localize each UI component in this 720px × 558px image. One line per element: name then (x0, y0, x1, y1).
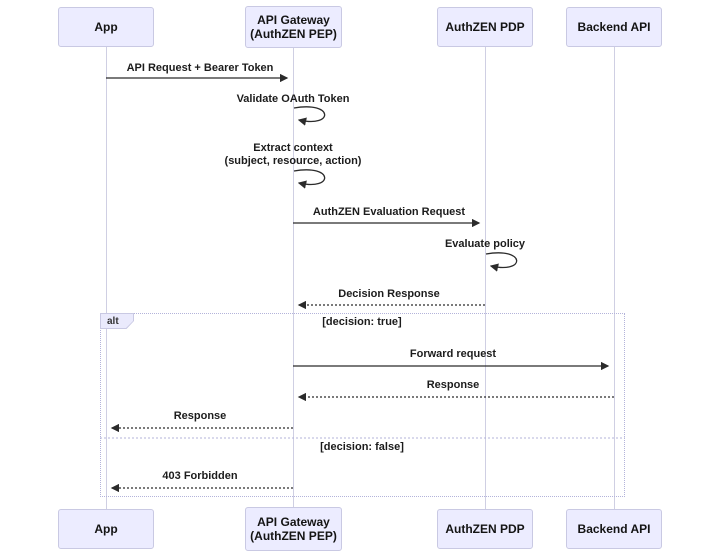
message-validate-token: Validate OAuth Token (236, 93, 350, 105)
participant-label: AuthZEN PDP (445, 522, 525, 536)
message-403-forbidden: 403 Forbidden (162, 470, 238, 482)
lifeline-api-gateway (292, 47, 294, 509)
participant-app-top: App (58, 7, 154, 47)
participant-authzen-pdp-bottom: AuthZEN PDP (437, 509, 533, 549)
message-evaluation-request: AuthZEN Evaluation Request (312, 206, 466, 218)
participant-label: Backend API (577, 20, 651, 34)
message-response-backend: Response (426, 379, 480, 391)
message-extract-context-line1: Extract context (253, 142, 333, 154)
participant-label: API Gateway (257, 13, 330, 27)
message-evaluate-policy: Evaluate policy (444, 238, 526, 250)
self-loop-evaluate-policy (485, 252, 518, 272)
lifeline-backend-api (613, 47, 615, 509)
participant-label: (AuthZEN PEP) (250, 27, 337, 41)
alt-label-tab: alt (100, 313, 134, 329)
alt-label-text: alt (101, 314, 133, 328)
self-loop-extract-context (293, 169, 326, 189)
participant-api-gateway-top: API Gateway (AuthZEN PEP) (245, 6, 342, 48)
self-loop-validate-oauth-token (293, 106, 326, 126)
message-extract-context-line2: (subject, resource, action) (224, 155, 362, 167)
message-forward-request: Forward request (409, 348, 497, 360)
message-response-app: Response (173, 410, 227, 422)
participant-label: Backend API (577, 522, 651, 536)
alt-frame (100, 313, 625, 497)
message-decision-response: Decision Response (338, 288, 440, 300)
participant-api-gateway-bottom: API Gateway (AuthZEN PEP) (245, 507, 342, 551)
lifeline-authzen-pdp (484, 47, 486, 509)
alt-guard-true: [decision: true] (322, 316, 402, 328)
participant-authzen-pdp-top: AuthZEN PDP (437, 7, 533, 47)
message-api-request: API Request + Bearer Token (126, 62, 274, 74)
lifeline-app (105, 47, 107, 509)
participant-label: API Gateway (257, 515, 330, 529)
participant-backend-api-bottom: Backend API (566, 509, 662, 549)
participant-backend-api-top: Backend API (566, 7, 662, 47)
participant-label: App (94, 20, 118, 34)
participant-label: (AuthZEN PEP) (250, 529, 337, 543)
alt-guard-false: [decision: false] (320, 441, 404, 453)
participant-label: AuthZEN PDP (445, 20, 525, 34)
participant-app-bottom: App (58, 509, 154, 549)
participant-label: App (94, 522, 118, 536)
